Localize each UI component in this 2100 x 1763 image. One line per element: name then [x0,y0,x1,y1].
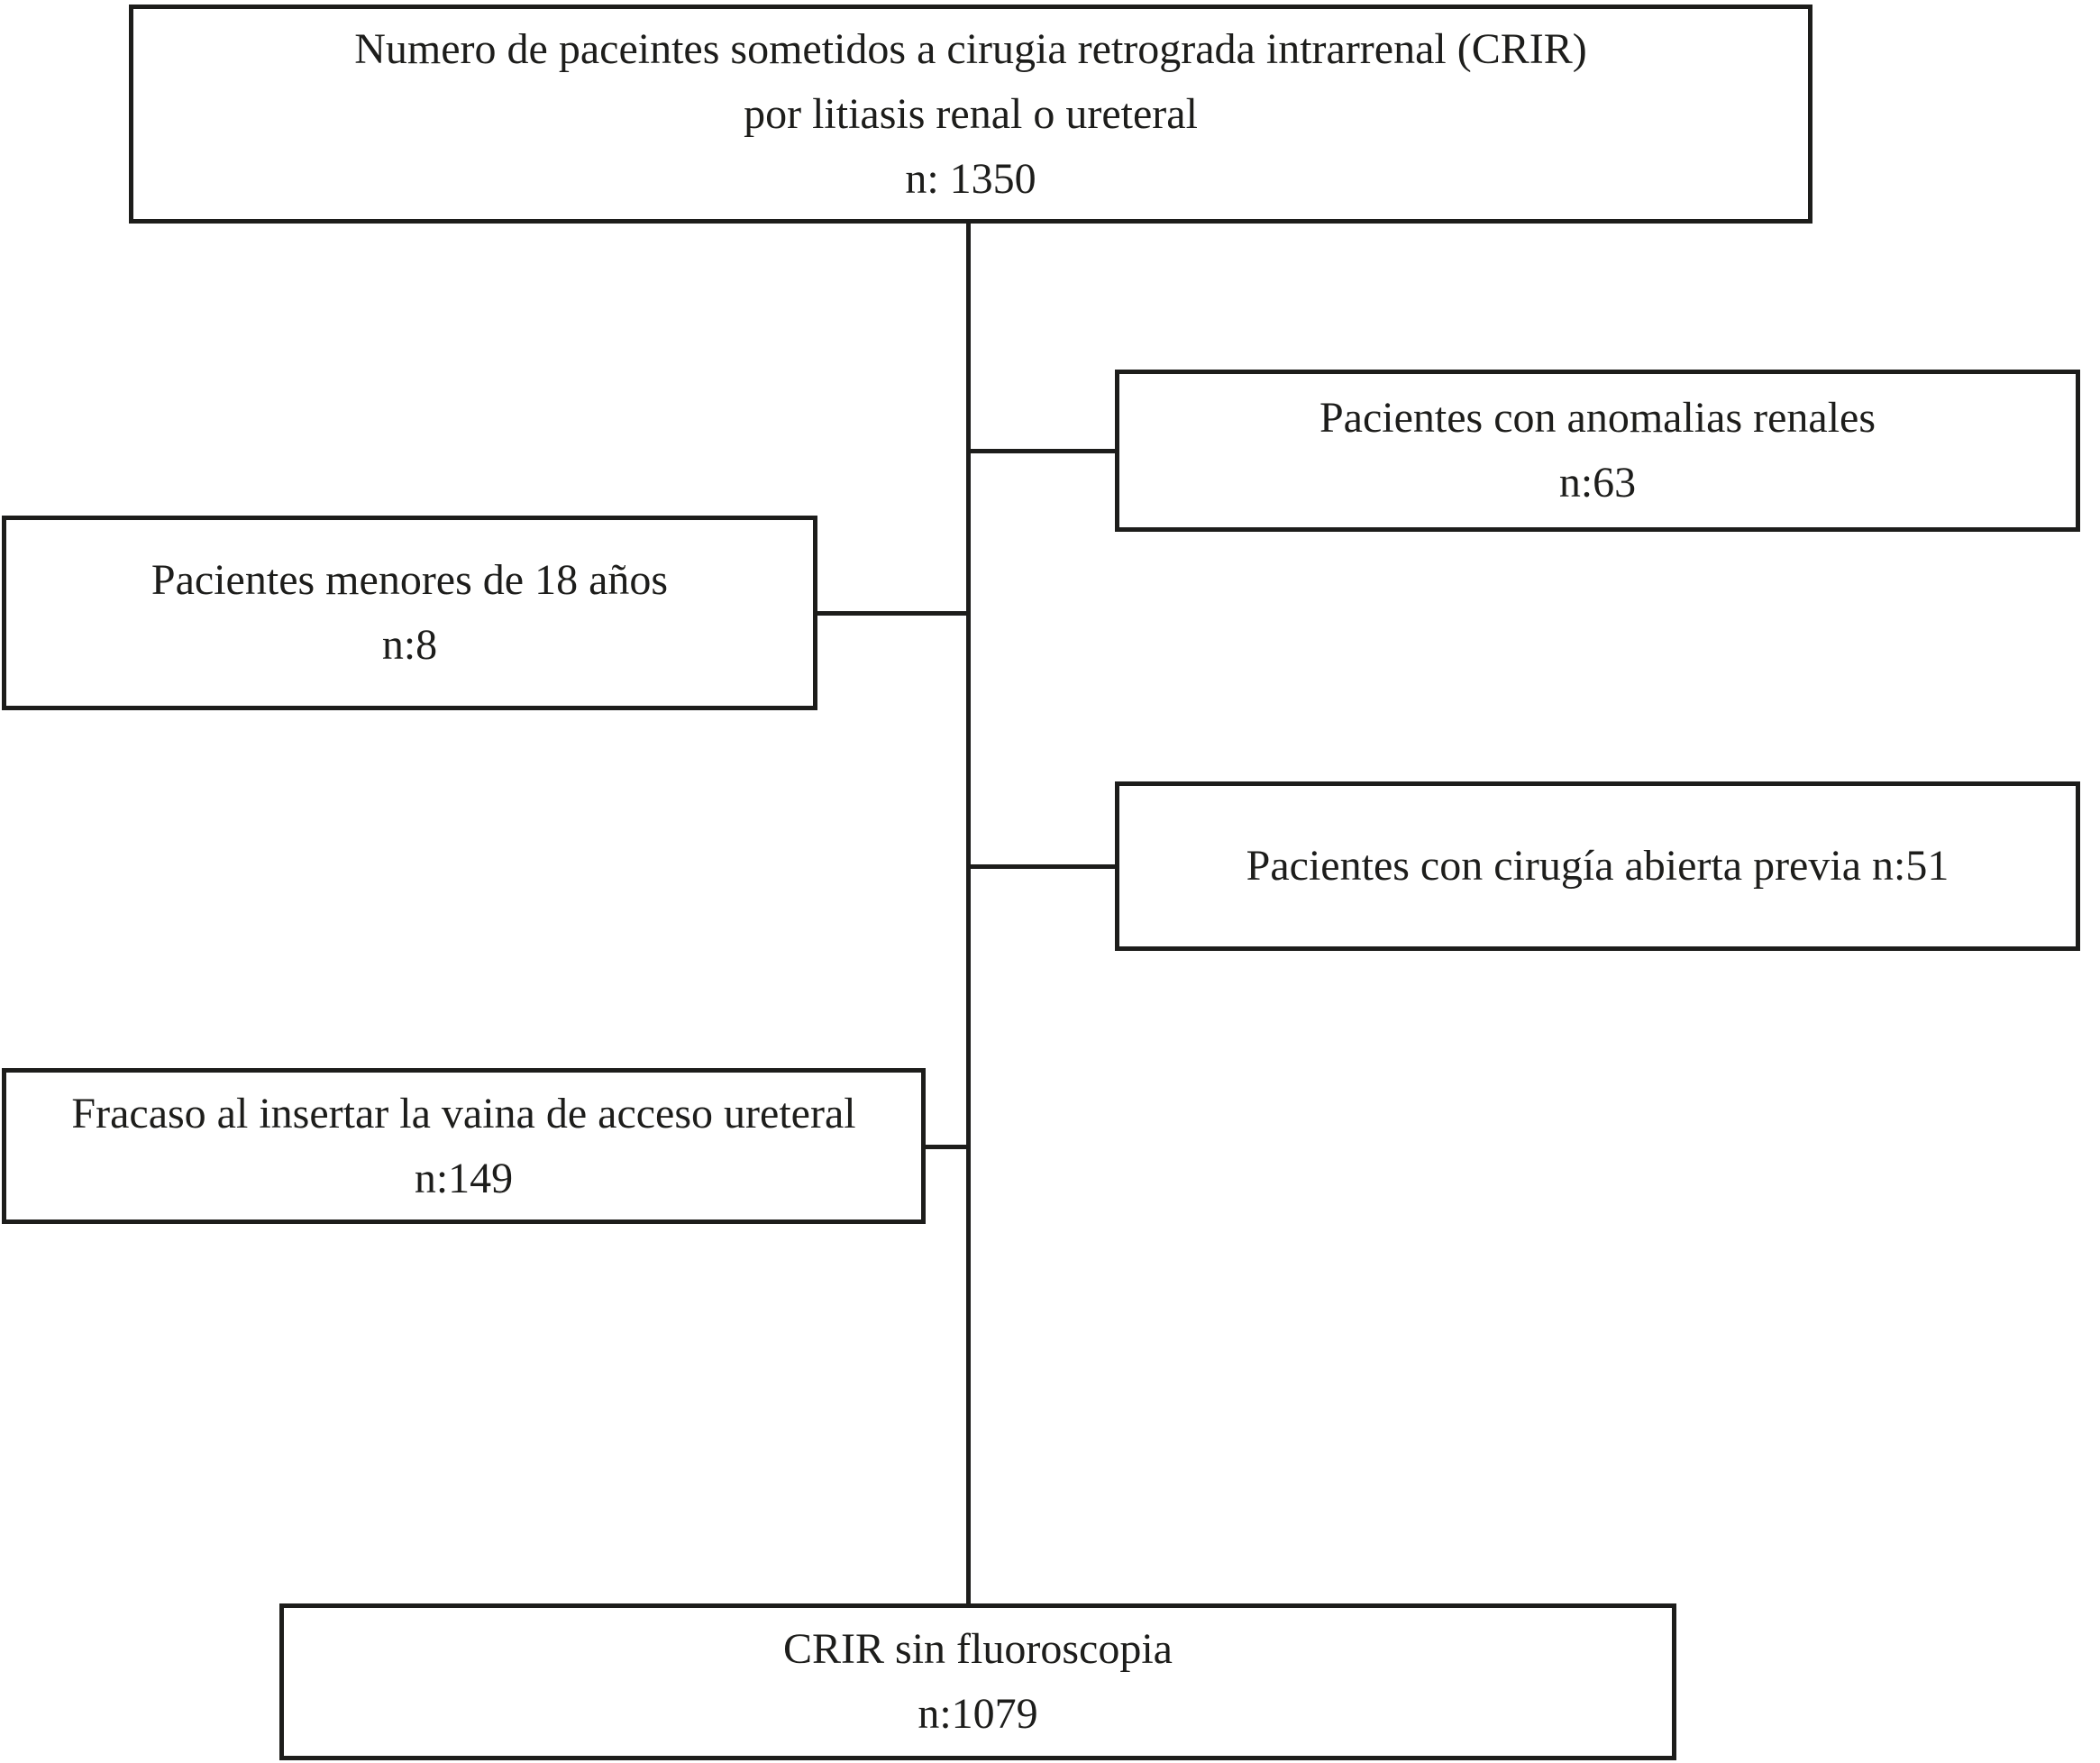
connector-open-surgery [971,864,1115,869]
node-total-count: n: 1350 [905,154,1036,203]
node-final-crir-label: CRIR sin fluoroscopia [783,1625,1173,1673]
node-total-patients: Numero de paceintes sometidos a cirugia … [129,5,1812,224]
node-open-surgery: Pacientes con cirugía abierta previa n:5… [1115,781,2080,951]
connector-renal-anomalies [971,449,1115,453]
node-under-18-count: n:8 [381,621,438,669]
node-under-18: Pacientes menores de 18 años n:8 [2,516,817,710]
node-final-crir-count: n:1079 [918,1690,1038,1738]
node-sheath-failure: Fracaso al insertar la vaina de acceso u… [2,1068,926,1224]
connector-under-18 [817,611,966,616]
node-under-18-label: Pacientes menores de 18 años [151,556,669,604]
connector-trunk-vertical [966,224,971,1603]
node-renal-anomalies-label: Pacientes con anomalias renales [1319,394,1876,442]
node-renal-anomalies: Pacientes con anomalias renales n:63 [1115,370,2080,532]
node-final-crir: CRIR sin fluoroscopia n:1079 [279,1603,1676,1760]
node-total-line1: Numero de paceintes sometidos a cirugia … [354,24,1587,73]
node-total-line2: por litiasis renal o ureteral [744,89,1198,138]
connector-sheath-failure [926,1145,966,1149]
node-open-surgery-label: Pacientes con cirugía abierta previa n:5… [1246,842,1949,890]
node-renal-anomalies-count: n:63 [1558,459,1637,507]
node-sheath-failure-count: n:149 [414,1154,514,1202]
node-sheath-failure-label: Fracaso al insertar la vaina de acceso u… [71,1089,856,1137]
